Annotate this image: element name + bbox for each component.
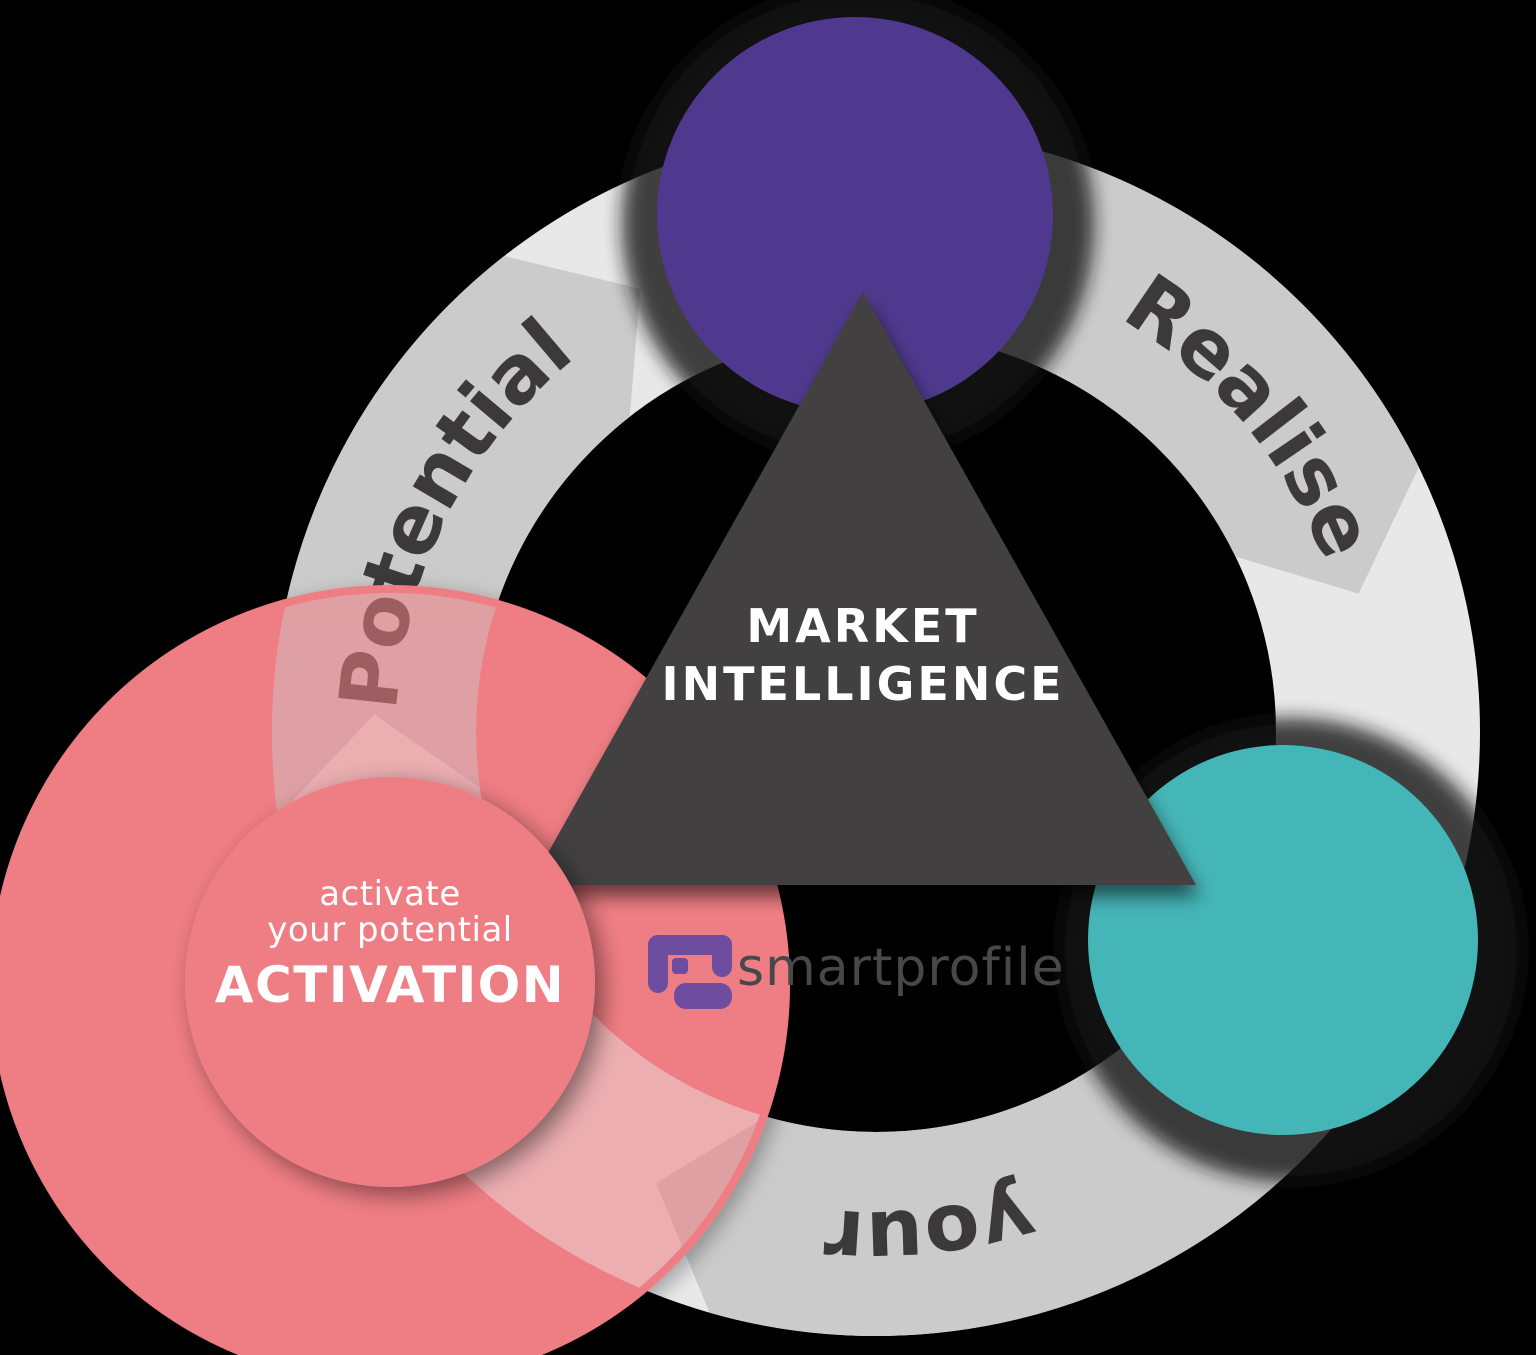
activation-inner-circle (185, 777, 595, 1187)
smartprofile-logo: smartprofile (648, 935, 1065, 1009)
purple-node-circle (657, 17, 1053, 413)
smartprofile-logo-text: smartprofile (737, 938, 1065, 998)
market-intelligence-title-line2: INTELLIGENCE (661, 657, 1064, 711)
activation-tagline-line1: activate (319, 874, 461, 914)
logo-icon-dot (672, 958, 688, 974)
logo-icon-right-bar (712, 935, 732, 977)
activation-tagline-line2: your potential (267, 910, 513, 950)
smartprofile-logo-icon (648, 935, 732, 1009)
logo-icon-left-bar (648, 935, 668, 993)
logo-icon-bottom-bar (674, 983, 732, 1009)
market-intelligence-triangle (530, 292, 1196, 885)
activation-title: ACTIVATION (215, 956, 565, 1014)
market-intelligence-title-line1: MARKET (746, 599, 979, 653)
logo-icon-top-bar (648, 935, 732, 955)
teal-node-circle (1088, 745, 1478, 1135)
